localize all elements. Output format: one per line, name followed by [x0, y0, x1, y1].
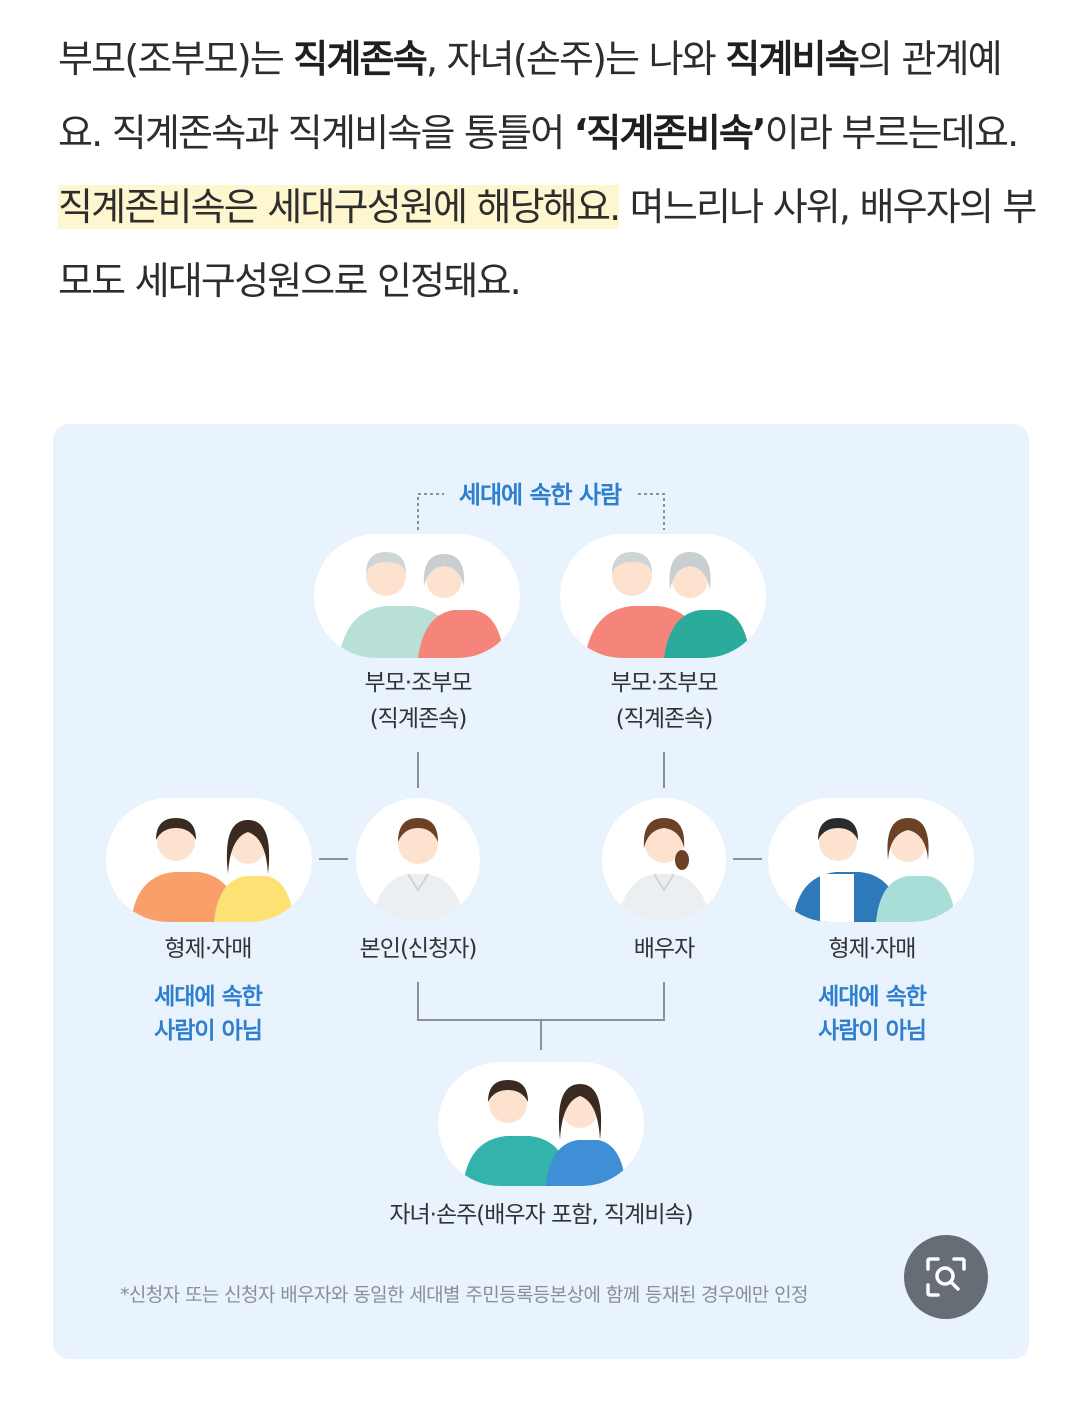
article-paragraph: 부모(조부모)는 직계존속, 자녀(손주)는 나와 직계비속의 관계예요. 직계…	[58, 22, 1038, 318]
text-run: 의 관계예요. 직계존속과 직계비속을 통틀어	[58, 37, 1003, 155]
lens-search-button[interactable]	[904, 1235, 988, 1319]
self-title: 본인(신청자)	[359, 936, 478, 962]
bold-term: 직계비속	[725, 37, 859, 81]
siblings-left-avatar	[106, 798, 312, 922]
bold-term: ‘직계존비속’	[573, 111, 767, 155]
parents-right-title: 부모·조부모	[610, 670, 718, 696]
parents-right-avatar	[560, 534, 766, 658]
children-avatar	[438, 1062, 644, 1186]
highlighted-sentence: 직계존비속은 세대구성원에 해당해요.	[58, 185, 621, 229]
siblings-left-title: 형제·자매	[164, 936, 253, 962]
parents-right-subtitle: (직계존속)	[615, 706, 714, 732]
self-avatar	[356, 798, 480, 922]
text-run: 이라 부르는데요.	[764, 111, 1019, 155]
spouse-avatar	[602, 798, 726, 922]
text-run: 부모(조부모)는	[58, 37, 294, 81]
footnote: *신청자 또는 신청자 배우자와 동일한 세대별 주민등록등본상에 함께 등재된…	[120, 1284, 808, 1306]
parents-left-title: 부모·조부모	[364, 670, 472, 696]
text-run: , 자녀(손주)는 나와	[425, 37, 726, 81]
parents-left-avatar	[314, 534, 520, 658]
siblings-right-note: 세대에 속한	[818, 984, 927, 1010]
children-title: 자녀·손주(배우자 포함, 직계비속)	[389, 1202, 693, 1228]
lens-search-icon	[926, 1257, 966, 1297]
spouse-title: 배우자	[633, 936, 695, 962]
parents-left-subtitle: (직계존속)	[369, 706, 468, 732]
siblings-left-note: 사람이 아님	[154, 1018, 263, 1044]
siblings-right-avatar	[768, 798, 974, 922]
household-member-label: 세대에 속한 사람	[458, 481, 622, 509]
text-run: 며느리나 사위, 배우자의 부모도 세대구성원으로 인정돼요.	[58, 185, 1037, 303]
siblings-right-note: 사람이 아님	[818, 1018, 927, 1044]
bold-term: 직계존속	[293, 37, 427, 81]
siblings-left-note: 세대에 속한	[154, 984, 263, 1010]
siblings-right-title: 형제·자매	[828, 936, 917, 962]
